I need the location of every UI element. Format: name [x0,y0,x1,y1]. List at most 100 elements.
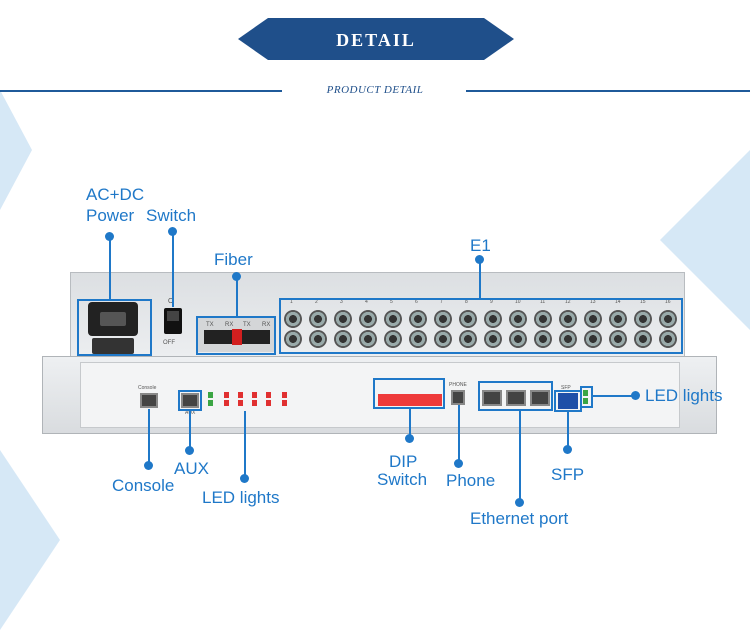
callout-line-sfp [567,412,569,448]
e1-port-number: 12 [565,299,571,305]
callout-led-lights-right: LED lights [645,386,723,405]
power-socket-pins [100,312,126,326]
bg-triangle-left-top [0,90,32,210]
callout-dot-phone [454,459,463,468]
ethernet-port-1[interactable] [482,390,502,406]
callout-line-led-left [244,411,246,477]
ethernet-port-3[interactable] [530,390,550,406]
e1-bnc-port[interactable] [634,310,652,328]
header-rule-right [466,90,750,92]
callout-line-led-right [593,395,635,397]
e1-bnc-port[interactable] [484,310,502,328]
power-highlight [77,299,152,356]
switch-on-label: O [168,298,174,305]
phone-port-label: PHONE [449,382,467,388]
e1-bnc-port[interactable] [584,330,602,348]
status-led [266,400,271,406]
e1-bnc-port[interactable] [384,330,402,348]
e1-port-number: 3 [340,299,343,305]
e1-bnc-port[interactable] [309,310,327,328]
callout-line-switch [172,231,174,307]
e1-bnc-port[interactable] [559,310,577,328]
e1-port-number: 5 [390,299,393,305]
callout-power: Power [86,206,135,225]
e1-bnc-port[interactable] [434,330,452,348]
callout-line-dip [409,409,411,437]
callout-line-power [109,236,111,300]
e1-bnc-port[interactable] [484,330,502,348]
e1-bnc-port[interactable] [384,310,402,328]
bg-triangle-left-bottom [0,450,60,630]
detail-banner [238,18,514,60]
callout-fiber: Fiber [214,250,253,269]
callout-console: Console [112,476,175,495]
e1-bnc-port[interactable] [459,310,477,328]
e1-bnc-port[interactable] [409,330,427,348]
callout-dot-dip [405,434,414,443]
e1-port-number: 16 [665,299,671,305]
e1-bnc-port[interactable] [659,310,677,328]
e1-bnc-port[interactable] [359,310,377,328]
status-led [224,392,229,398]
e1-bnc-port[interactable] [584,310,602,328]
sfp-led-2 [583,398,588,404]
e1-bnc-port[interactable] [409,310,427,328]
aux-port[interactable] [181,393,199,408]
fiber-tx1: TX [206,322,214,328]
callout-line-ethernet [519,411,521,501]
phone-port[interactable] [451,390,465,405]
fiber-port-1[interactable] [204,330,232,344]
status-led [266,392,271,398]
callout-led-lights-left: LED lights [202,488,280,507]
callout-dot-ethernet [515,498,524,507]
e1-port-number: 6 [415,299,418,305]
e1-bnc-port[interactable] [659,330,677,348]
e1-bnc-port[interactable] [309,330,327,348]
page-subtitle: PRODUCT DETAIL [326,84,424,96]
status-led [282,400,287,406]
status-led [252,392,257,398]
callout-dot-led-right [631,391,640,400]
e1-port-number: 14 [615,299,621,305]
e1-bnc-port[interactable] [334,310,352,328]
switch-off-label: OFF [163,340,175,346]
e1-bnc-port[interactable] [359,330,377,348]
e1-bnc-port[interactable] [634,330,652,348]
callout-dot-console [144,461,153,470]
status-led [208,400,213,406]
callout-line-phone [458,405,460,463]
dc-terminal [92,338,134,354]
e1-bnc-port[interactable] [434,310,452,328]
ethernet-port-2[interactable] [506,390,526,406]
e1-port-number: 13 [590,299,596,305]
e1-bnc-port[interactable] [509,310,527,328]
sfp-port[interactable] [558,393,578,409]
e1-bnc-port[interactable] [509,330,527,348]
e1-bnc-port[interactable] [284,330,302,348]
fiber-rx2: RX [262,322,271,328]
e1-port-number: 7 [440,299,443,305]
console-port[interactable] [140,393,158,408]
e1-bnc-port[interactable] [284,310,302,328]
e1-bnc-port[interactable] [609,330,627,348]
status-led [252,400,257,406]
e1-bnc-port[interactable] [559,330,577,348]
e1-bnc-port[interactable] [459,330,477,348]
e1-port-number: 9 [490,299,493,305]
fiber-port-2[interactable] [242,330,270,344]
callout-line-aux [189,411,191,449]
dip-switch[interactable] [378,394,442,406]
callout-line-e1 [479,259,481,298]
e1-bnc-port[interactable] [334,330,352,348]
e1-bnc-port[interactable] [534,330,552,348]
e1-bnc-port[interactable] [534,310,552,328]
sfp-port-label: SFP [561,385,571,391]
e1-port-number: 15 [640,299,646,305]
header-rule-left [0,90,282,92]
e1-bnc-port[interactable] [609,310,627,328]
callout-sfp: SFP [551,465,585,484]
callout-dip: DIP [389,452,418,471]
callout-dip-switch: Switch [377,470,428,489]
callout-dot-aux [185,446,194,455]
callout-dot-led-left [240,474,249,483]
